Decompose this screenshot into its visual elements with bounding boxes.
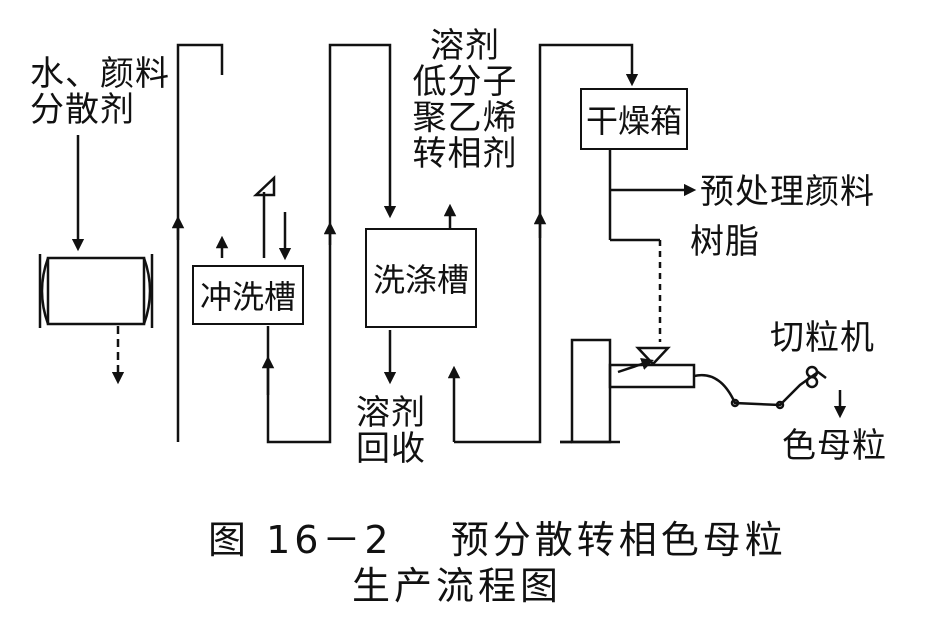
label-masterbatch: 色母粒	[782, 426, 887, 466]
wash-tank-box: 洗涤槽	[365, 228, 477, 328]
label-pelletizer: 切粒机	[770, 318, 875, 358]
rinse-tank-box: 冲洗槽	[192, 265, 304, 325]
mixer-drum	[38, 254, 154, 328]
label-water-pigment-dispersant: 水、颜料 分散剂	[30, 54, 170, 130]
transfer-line-1	[176, 43, 224, 442]
dryer-box: 干燥箱	[580, 88, 688, 150]
extruder	[560, 338, 696, 444]
label-pretreated-pigment: 预处理颜料	[700, 172, 875, 212]
filter-icon	[252, 175, 276, 197]
label-resin: 树脂	[690, 222, 760, 262]
strand-line	[693, 370, 827, 407]
wash-return-line	[454, 43, 639, 444]
label-solvent-recovery: 溶剂 回收	[356, 393, 426, 469]
figure-caption-line2: 生产流程图	[352, 564, 563, 608]
figure-caption-line1: 图 16－2 预分散转相色母粒	[208, 518, 787, 562]
label-solvent-lowmw-pe-transfer: 溶剂 低分子 聚乙烯 转相剂	[412, 26, 518, 174]
